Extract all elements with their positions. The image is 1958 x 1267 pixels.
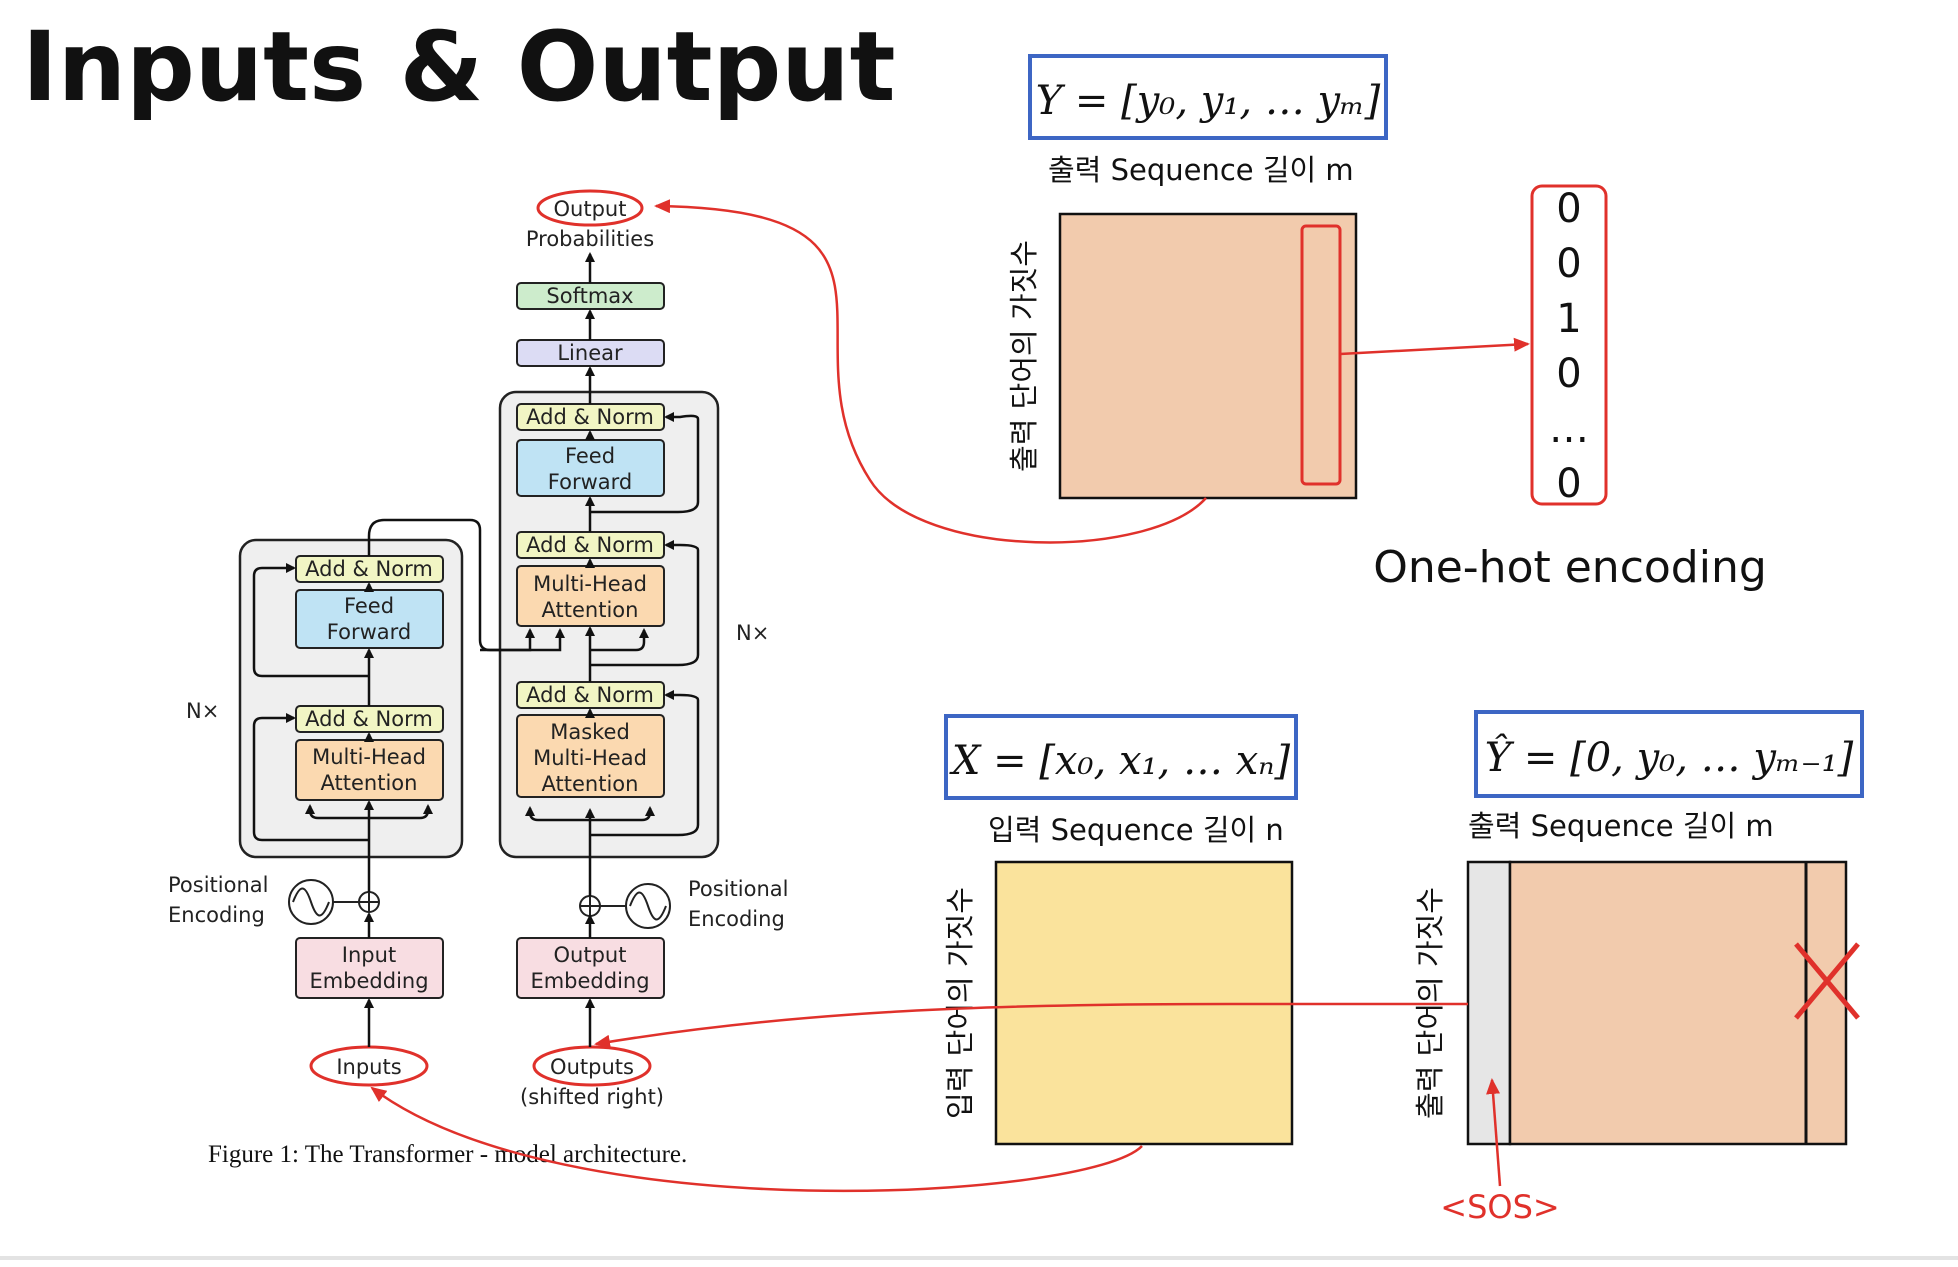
shifted-seq-label: 출력 Sequence 길이 m	[1468, 809, 1774, 843]
transformer-diagram: Output Probabilities Softmax Linear Add …	[168, 189, 788, 1168]
outputs-ellipse	[532, 1045, 652, 1087]
input-label: Input	[342, 943, 396, 967]
encoder-nx-label: N×	[186, 699, 219, 723]
output-to-probabilities-arrow	[654, 199, 1207, 544]
onehot-vector-box	[1530, 184, 1608, 506]
output-matrix	[1058, 212, 1358, 500]
input-seq-label: 입력 Sequence 길이 n	[988, 813, 1284, 847]
inputs-label: Inputs	[336, 1055, 401, 1079]
positional-label-right: Positional	[688, 877, 788, 901]
masked-label: Masked	[550, 720, 630, 744]
input-formula: X = [x₀, x₁, … xₙ]	[949, 738, 1291, 784]
add-norm-label: Add & Norm	[526, 683, 654, 707]
output-formula: Y = [y₀, y₁, … yₘ]	[1036, 78, 1381, 124]
embedding-label: Embedding	[309, 969, 428, 993]
softmax-label: Softmax	[546, 284, 633, 308]
onehot-group: 0 0 1 0 … 0 One-hot encoding	[1373, 184, 1767, 593]
shifted-to-outputs-arrow	[594, 1002, 1468, 1049]
shifted-formula: Ŷ = [0, y₀, … yₘ₋₁]	[1485, 734, 1854, 781]
linear-label: Linear	[557, 341, 623, 365]
transformer-connectors	[252, 252, 700, 1047]
sos-pointer-arrow	[1486, 1078, 1502, 1187]
multi-head-label: Multi-Head	[533, 572, 647, 596]
add-norm-label: Add & Norm	[305, 707, 433, 731]
output-vocab-label: 출력 단어의 가짓수	[1007, 240, 1041, 472]
slide-title: Inputs & Output	[22, 11, 896, 123]
multi-head-label: Multi-Head	[533, 746, 647, 770]
shifted-right-label: (shifted right)	[520, 1085, 664, 1109]
output-column-highlight	[1300, 224, 1342, 486]
onehot-value: 1	[1556, 296, 1581, 342]
add-norm-label: Add & Norm	[526, 533, 654, 557]
output-seq-label: 출력 Sequence 길이 m	[1048, 153, 1354, 187]
cross-icon	[1794, 942, 1860, 1020]
feed-label: Feed	[344, 594, 394, 618]
shifted-matrix-group: Ŷ = [0, y₀, … yₘ₋₁] 출력 Sequence 길이 m 출력 …	[1413, 710, 1864, 1226]
output-probabilities-label: Probabilities	[526, 227, 654, 251]
positional-label-left: Positional	[168, 873, 268, 897]
embedding-label: Embedding	[530, 969, 649, 993]
attention-label: Attention	[542, 598, 639, 622]
shifted-formula-box	[1474, 710, 1864, 798]
add-norm-label: Add & Norm	[526, 405, 654, 429]
sos-label: <SOS>	[1440, 1188, 1559, 1226]
feed-label: Feed	[565, 444, 615, 468]
shifted-matrix	[1508, 860, 1848, 1146]
onehot-value: 0	[1556, 241, 1581, 287]
input-matrix-group: X = [x₀, x₁, … xₙ] 입력 Sequence 길이 n 입력 단…	[943, 714, 1298, 1146]
onehot-values: 0 0 1 0 … 0	[1549, 186, 1589, 507]
attention-label: Attention	[321, 771, 418, 795]
output-formula-box	[1028, 54, 1388, 140]
output-ellipse	[536, 189, 644, 227]
input-matrix-to-inputs-arrow	[370, 1086, 1143, 1193]
annotation-arrows	[370, 199, 1530, 1193]
forward-label: Forward	[548, 470, 632, 494]
onehot-value: 0	[1556, 461, 1581, 507]
decoder-nx-label: N×	[736, 621, 769, 645]
onehot-value: 0	[1556, 351, 1581, 397]
column-to-onehot-arrow	[1339, 337, 1530, 356]
onehot-label: One-hot encoding	[1373, 542, 1767, 593]
onehot-value: …	[1549, 406, 1589, 452]
outputs-label: Outputs	[550, 1055, 634, 1079]
encoding-label-left: Encoding	[168, 903, 265, 927]
output-label: Output	[554, 943, 627, 967]
add-norm-label: Add & Norm	[305, 557, 433, 581]
attention-label: Attention	[542, 772, 639, 796]
multi-head-label: Multi-Head	[312, 745, 426, 769]
output-matrix-group: Y = [y₀, y₁, … yₘ] 출력 Sequence 길이 m 출력 단…	[1007, 54, 1388, 500]
input-vocab-label: 입력 단어의 가짓수	[943, 887, 977, 1119]
sos-column	[1466, 860, 1512, 1146]
onehot-value: 0	[1556, 186, 1581, 232]
forward-label: Forward	[327, 620, 411, 644]
figure-caption: Figure 1: The Transformer - model archit…	[208, 1141, 687, 1168]
input-formula-box	[944, 714, 1298, 800]
positional-encoding-icons	[288, 879, 671, 929]
encoding-label-right: Encoding	[688, 907, 785, 931]
output-top-label: Output	[554, 197, 627, 221]
